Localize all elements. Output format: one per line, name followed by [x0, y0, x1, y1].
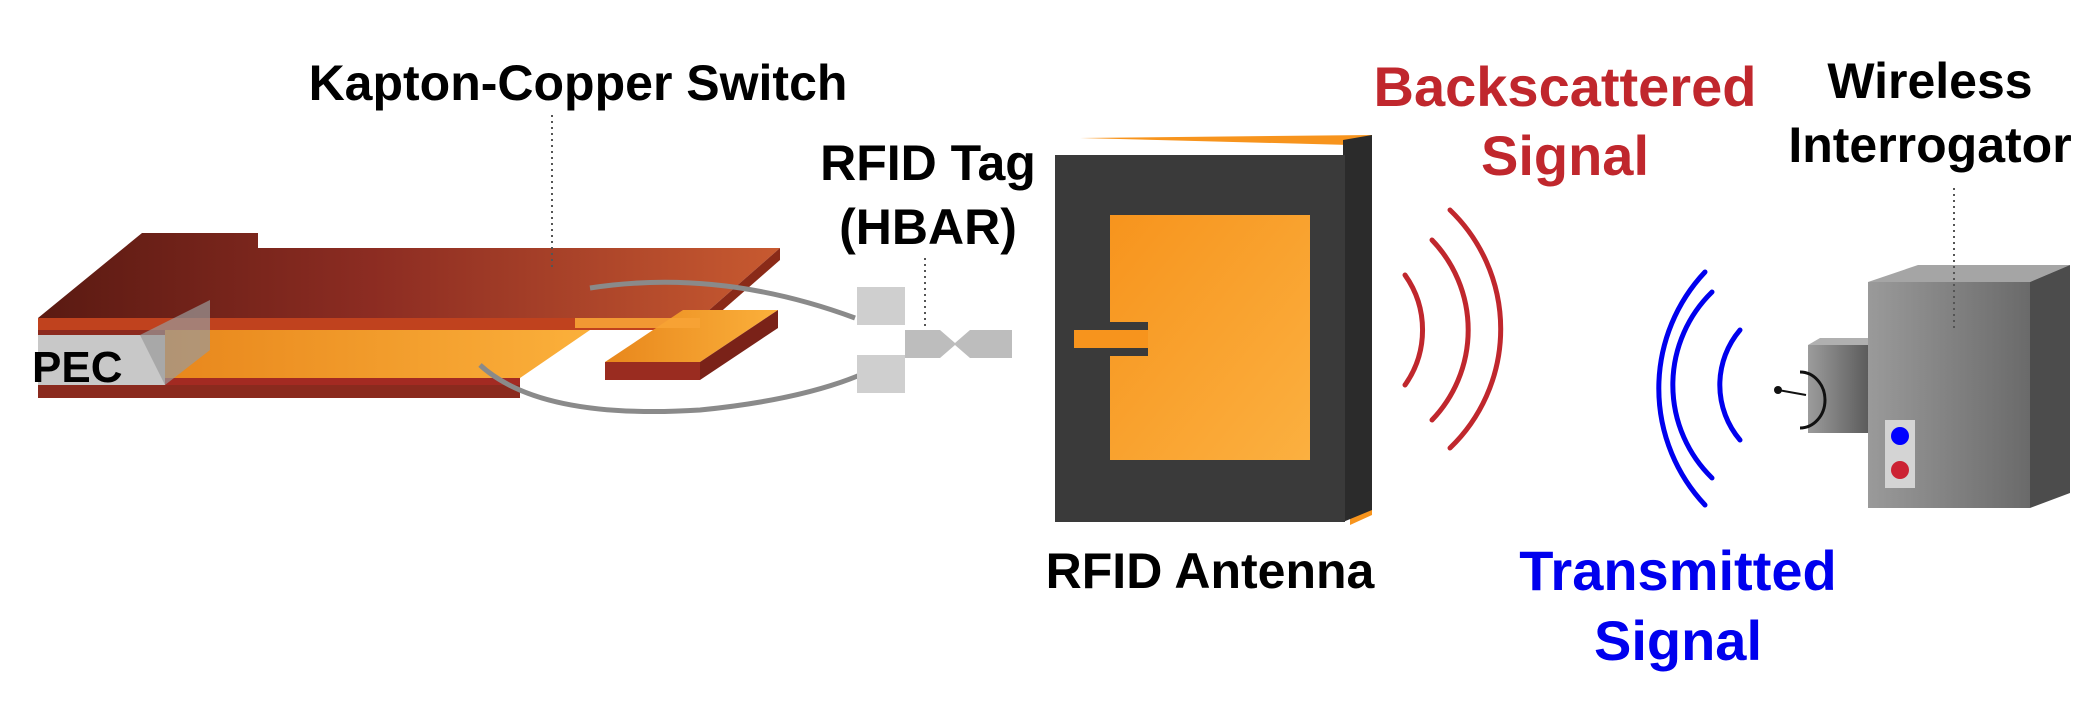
rfid-antenna	[1055, 135, 1372, 525]
kapton-copper-switch	[38, 115, 780, 398]
horn-dish	[1799, 370, 1827, 430]
antenna-side	[1343, 135, 1372, 522]
backscatter-arc-1	[1402, 272, 1425, 388]
interrogator-label-line2: Interrogator	[1788, 117, 2071, 173]
backscattered-waves	[1402, 207, 1504, 451]
rfid-tag	[857, 258, 1080, 393]
horn-feed-point	[1774, 386, 1782, 394]
pec-block	[38, 335, 165, 385]
antenna-label: RFID Antenna	[1046, 543, 1376, 599]
copper-pad-right	[605, 310, 778, 362]
copper-contact	[575, 318, 700, 328]
antenna-feed-line	[1074, 330, 1148, 348]
tag-pad-top	[857, 287, 905, 325]
led-blue-icon	[1891, 427, 1909, 445]
wireless-interrogator	[1774, 188, 2070, 508]
led-red-icon	[1891, 461, 1909, 479]
copper-strip-left-front	[165, 378, 520, 385]
backscatter-arc-3	[1447, 207, 1504, 451]
switch-label: Kapton-Copper Switch	[309, 55, 848, 111]
switch-wires	[478, 279, 910, 414]
pec-block-shade	[140, 300, 210, 385]
copper-pad-right-front	[605, 362, 700, 380]
pec-label: PEC	[32, 343, 122, 392]
tag-label-line2: (HBAR)	[839, 199, 1017, 255]
transmitted-label-line1: Transmitted	[1519, 539, 1836, 602]
interrogator-label-line1: Wireless	[1827, 53, 2032, 109]
transmit-arc-3	[1656, 269, 1708, 508]
interrogator-top	[1868, 265, 2070, 282]
tag-resonator	[905, 330, 1012, 358]
tag-label-line1: RFID Tag	[820, 135, 1036, 191]
wire-lower	[478, 363, 861, 414]
transmit-arc-1	[1717, 327, 1743, 443]
wire-upper	[589, 279, 856, 321]
backscattered-label-line2: Signal	[1481, 124, 1649, 187]
tag-pad-bottom	[857, 355, 905, 393]
backscatter-arc-2	[1429, 237, 1471, 423]
transmitted-label-line2: Signal	[1594, 609, 1762, 672]
kapton-flap-top	[38, 233, 780, 318]
backscattered-label-line1: Backscattered	[1374, 55, 1757, 118]
horn-antenna-top	[1808, 338, 1868, 345]
horn-feed	[1777, 389, 1807, 396]
transmit-arc-2	[1670, 289, 1715, 481]
copper-strip-left	[165, 330, 590, 378]
interrogator-side	[2030, 265, 2070, 508]
transmitted-waves	[1656, 269, 1743, 508]
